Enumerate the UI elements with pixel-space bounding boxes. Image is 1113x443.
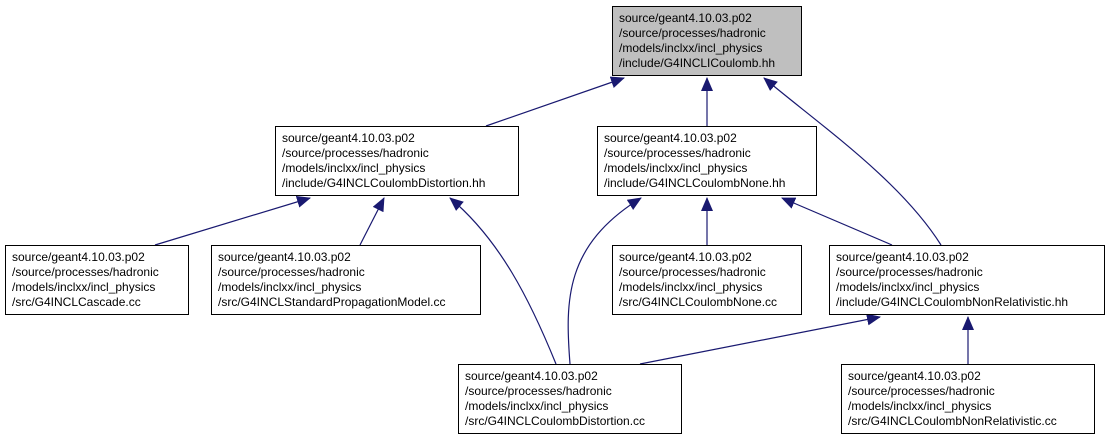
node-label-line: /source/processes/hadronic — [619, 26, 766, 40]
node-nonrel_hh[interactable]: source/geant4.10.03.p02/source/processes… — [829, 245, 1105, 315]
node-label-line: /models/inclxx/incl_physics — [604, 161, 748, 175]
node-label-line: /source/processes/hadronic — [12, 265, 159, 279]
node-label-line: source/geant4.10.03.p02 — [848, 369, 981, 383]
node-label-line: /models/inclxx/incl_physics — [836, 280, 980, 294]
node-label-line: source/geant4.10.03.p02 — [619, 250, 752, 264]
node-label-line: /src/G4INCLStandardPropagationModel.cc — [218, 295, 446, 309]
node-label-line: /src/G4INCLCascade.cc — [12, 295, 141, 309]
node-none_cc[interactable]: source/geant4.10.03.p02/source/processes… — [612, 245, 802, 315]
node-label-line: source/geant4.10.03.p02 — [836, 250, 969, 264]
node-label-line: /src/G4INCLCoulombDistortion.cc — [465, 414, 646, 428]
node-label-line: /models/inclxx/incl_physics — [619, 41, 763, 55]
edge-stdprop_cc-to-distortion_hh — [359, 197, 385, 246]
node-iclomb: source/geant4.10.03.p02/source/processes… — [612, 6, 802, 76]
node-label-line: /include/G4INCLCoulombNonRelativistic.hh — [836, 295, 1069, 309]
node-label-line: /source/processes/hadronic — [218, 265, 365, 279]
node-label-line: /models/inclxx/incl_physics — [282, 161, 426, 175]
node-label-line: /source/processes/hadronic — [836, 265, 983, 279]
node-label-line: source/geant4.10.03.p02 — [218, 250, 351, 264]
node-distortion_cc[interactable]: source/geant4.10.03.p02/source/processes… — [458, 364, 682, 434]
node-label-line: /include/G4INCLICoulomb.hh — [619, 56, 776, 70]
node-nonrel_cc[interactable]: source/geant4.10.03.p02/source/processes… — [841, 364, 1095, 434]
node-label-line: /include/G4INCLCoulombDistortion.hh — [282, 176, 486, 190]
node-label-line: /source/processes/hadronic — [465, 384, 612, 398]
node-label-line: /include/G4INCLCoulombNone.hh — [604, 176, 786, 190]
node-label-line: source/geant4.10.03.p02 — [465, 369, 598, 383]
node-label-line: /models/inclxx/incl_physics — [465, 399, 609, 413]
node-label-line: source/geant4.10.03.p02 — [604, 131, 737, 145]
edge-nonrel_hh-to-iclomb — [763, 77, 942, 246]
edge-distortion_hh-to-iclomb — [485, 76, 625, 127]
node-label-line: source/geant4.10.03.p02 — [282, 131, 415, 145]
node-none_hh[interactable]: source/geant4.10.03.p02/source/processes… — [597, 126, 817, 196]
edge-distortion_cc-to-none_hh — [567, 197, 642, 365]
node-label-line: /models/inclxx/incl_physics — [848, 399, 992, 413]
node-stdprop_cc[interactable]: source/geant4.10.03.p02/source/processes… — [211, 245, 481, 315]
node-label-line: /source/processes/hadronic — [282, 146, 429, 160]
node-distortion_hh[interactable]: source/geant4.10.03.p02/source/processes… — [275, 126, 519, 196]
node-cascade_cc[interactable]: source/geant4.10.03.p02/source/processes… — [5, 245, 189, 315]
node-label-line: /models/inclxx/incl_physics — [12, 280, 156, 294]
node-label-line: /source/processes/hadronic — [619, 265, 766, 279]
edges — [154, 76, 974, 365]
edge-distortion_cc-to-nonrel_hh — [639, 313, 881, 365]
edge-cascade_cc-to-distortion_hh — [154, 196, 311, 246]
node-label-line: /models/inclxx/incl_physics — [218, 280, 362, 294]
node-label-line: /models/inclxx/incl_physics — [619, 280, 763, 294]
node-label-line: source/geant4.10.03.p02 — [12, 250, 145, 264]
node-label-line: /source/processes/hadronic — [848, 384, 995, 398]
edge-distortion_cc-to-distortion_hh — [449, 197, 557, 365]
edge-nonrel_hh-to-none_hh — [781, 197, 893, 246]
node-label-line: /src/G4INCLCoulombNone.cc — [619, 295, 778, 309]
node-label-line: /source/processes/hadronic — [604, 146, 751, 160]
node-label-line: source/geant4.10.03.p02 — [619, 11, 752, 25]
node-label-line: /src/G4INCLCoulombNonRelativistic.cc — [848, 414, 1057, 428]
